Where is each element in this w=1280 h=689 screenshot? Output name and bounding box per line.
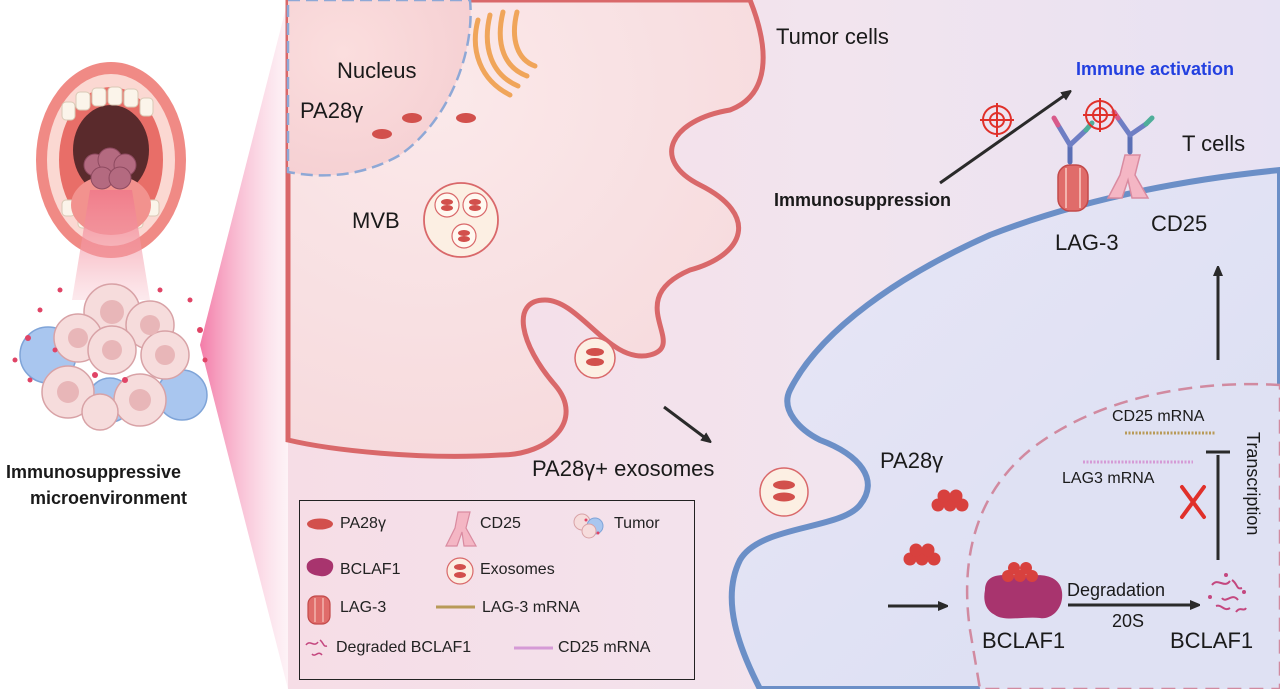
legend-lag3-mrna-label: LAG-3 mRNA	[482, 599, 580, 616]
legend-box	[299, 500, 695, 680]
golgi-apparatus	[472, 9, 538, 98]
microenvironment-title-line2: microenvironment	[30, 488, 188, 508]
arrow-exosome	[663, 405, 708, 440]
legend-exosomes-icon	[446, 557, 474, 585]
20s-label: 20S	[1112, 611, 1145, 631]
mouth-illustration	[36, 62, 186, 300]
cd25-label: CD25	[1151, 211, 1208, 236]
antibody-lag3	[1051, 115, 1095, 165]
tumor-cells-label: Tumor cells	[776, 24, 889, 49]
target-icon-1	[980, 103, 1014, 137]
degradation-label: Degradation	[1067, 580, 1166, 600]
legend-cd25-mrna-label: CD25 mRNA	[558, 639, 651, 656]
legend-degraded-bclaf1-icon	[305, 639, 328, 656]
nucleus-label: Nucleus	[337, 58, 417, 83]
exosomes-label: PA28γ+ exosomes	[532, 456, 715, 481]
legend-lag3-icon	[307, 595, 331, 625]
t-cells-label: T cells	[1182, 131, 1246, 156]
lag3-label: LAG-3	[1055, 230, 1119, 255]
bclaf1-complex	[984, 562, 1063, 619]
arrow-immune-activation	[939, 93, 1068, 185]
legend-pa28-label: PA28γ	[340, 515, 386, 532]
microenvironment-title-line1: Immunosuppressive	[6, 462, 182, 482]
legend-exosomes-label: Exosomes	[480, 561, 555, 578]
legend-pa28-icon	[307, 518, 333, 530]
pa28-tcell-cluster-2	[903, 543, 941, 566]
legend-bclaf1-label: BCLAF1	[340, 561, 401, 578]
pa28-tcell-label: PA28γ	[880, 448, 944, 473]
legend-cd25-icon	[445, 511, 478, 547]
degraded-bclaf1	[1211, 579, 1247, 613]
exosome-free	[759, 467, 809, 517]
mvb-label: MVB	[352, 208, 400, 233]
exosome-budding	[574, 337, 616, 379]
pa28-tumor-label: PA28γ	[300, 98, 364, 123]
legend-tumor-label: Tumor	[614, 515, 660, 532]
cd25-mrna-label: CD25 mRNA	[1112, 408, 1205, 425]
inhibit-cross-icon	[1180, 485, 1206, 519]
transcription-label: Transcription	[1243, 432, 1263, 536]
legend-lag3-label: LAG-3	[340, 599, 387, 616]
immune-activation-label: Immune activation	[1076, 59, 1235, 79]
bclaf1-left-label: BCLAF1	[982, 628, 1066, 653]
legend-bclaf1-icon	[306, 558, 334, 577]
target-icon-2	[1083, 98, 1117, 132]
legend-cd25-label: CD25	[480, 515, 521, 532]
legend-tumor-icon	[573, 513, 604, 539]
immunosuppression-label: Immunosuppression	[774, 190, 952, 210]
degraded-bclaf1-dots	[1208, 573, 1246, 599]
zoom-funnel	[200, 0, 288, 689]
pa28-tcell-cluster-1	[931, 489, 969, 512]
nucleus	[286, 0, 472, 177]
lag3-mrna-label: LAG3 mRNA	[1062, 470, 1155, 487]
tumor-cluster	[12, 283, 208, 431]
bclaf1-right-label: BCLAF1	[1170, 628, 1254, 653]
mvb-vesicle	[423, 182, 499, 258]
legend-degraded-bclaf1-label: Degraded BCLAF1	[336, 639, 472, 656]
pa28-tumor-molecules	[372, 113, 476, 139]
cd25-receptor	[1106, 154, 1150, 199]
lag3-receptor	[1057, 164, 1089, 212]
